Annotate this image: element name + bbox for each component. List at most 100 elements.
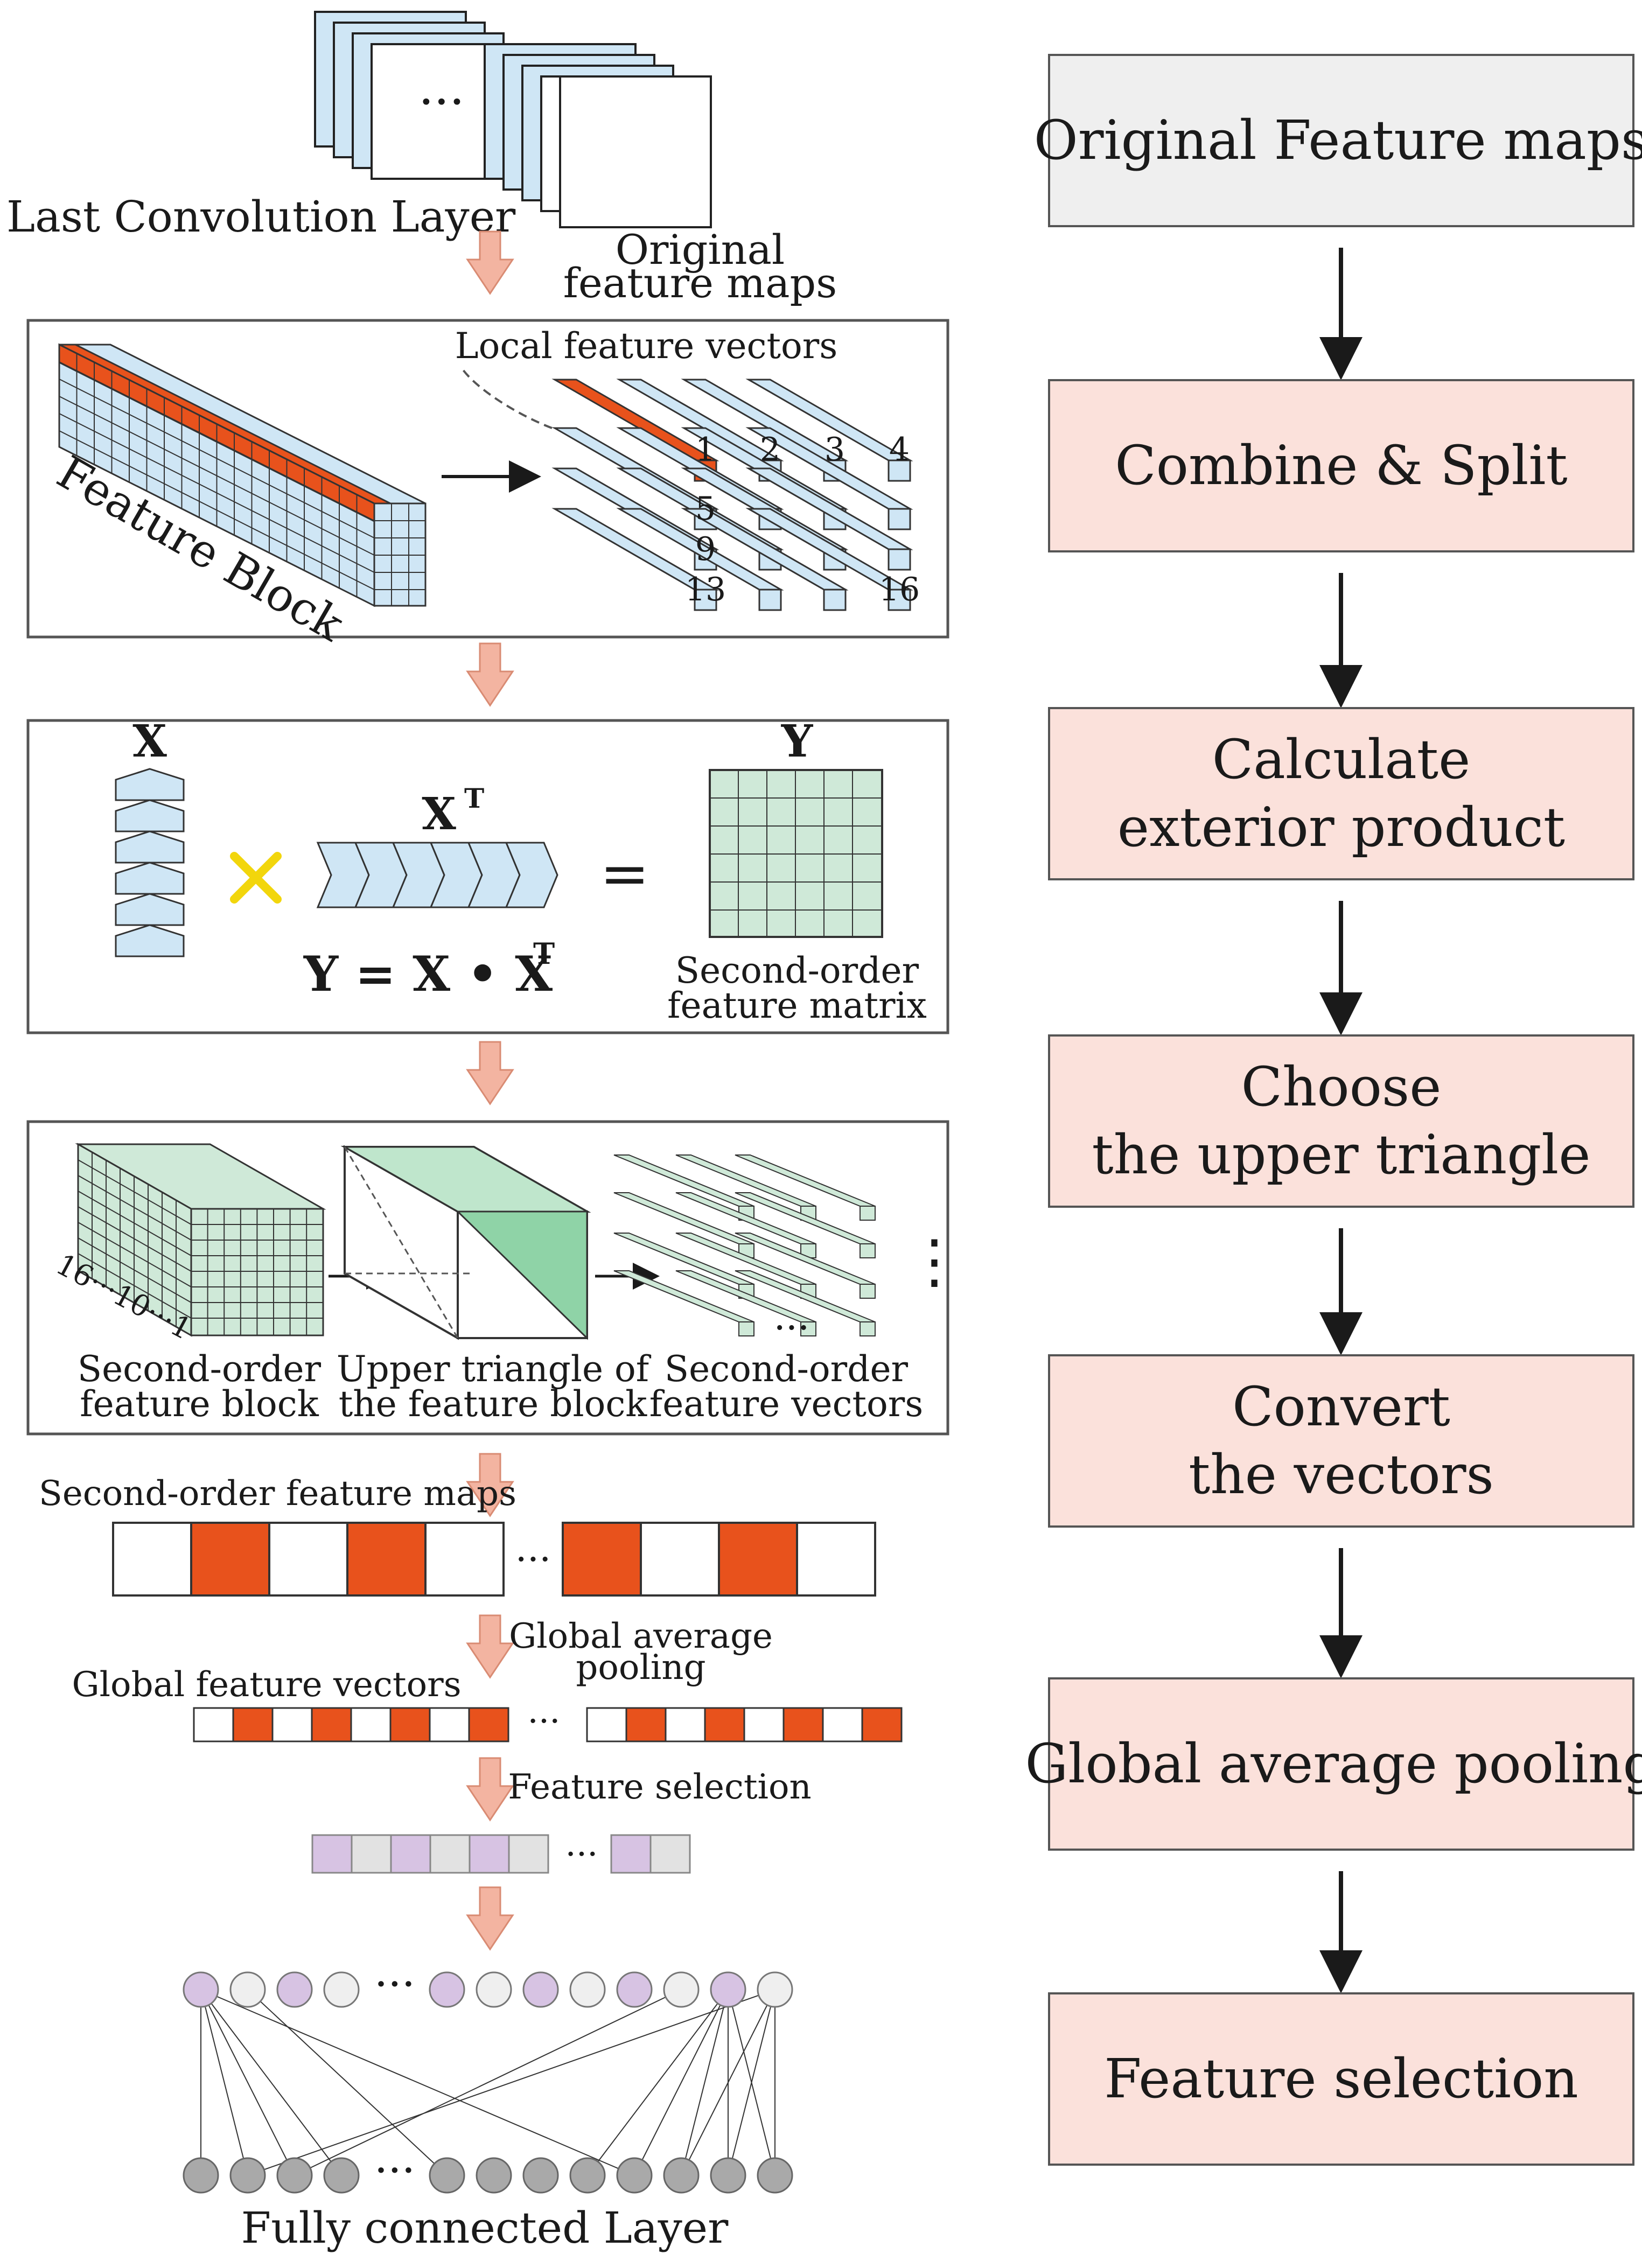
fc-input-node (616, 1971, 653, 2008)
so-maps-label: Second-order feature maps (39, 1474, 516, 1514)
global-vector-cell (271, 1707, 313, 1742)
grid-line (59, 413, 375, 573)
xt-sup: T (464, 782, 484, 814)
feature-block (58, 343, 427, 607)
so-vectors-label: feature vectors (649, 1383, 923, 1425)
so-map-cell (424, 1522, 505, 1597)
x-label: X (132, 716, 167, 767)
fc-link (587, 1989, 729, 2176)
triangle-label: Upper triangle of (337, 1348, 652, 1390)
fc-link (200, 1989, 295, 2176)
fc-input-node (569, 1971, 606, 2008)
so-map-cell (718, 1522, 798, 1597)
fc-link (681, 1989, 729, 2176)
global-vector-cell (665, 1707, 706, 1742)
fc-output-node (522, 2157, 559, 2194)
fc-output-node (229, 2157, 266, 2194)
vector-bar-end (694, 589, 717, 611)
selected-cell (351, 1834, 392, 1874)
fc-output-node (183, 2157, 219, 2194)
vector-number: 16 (879, 571, 920, 608)
so-vector-end (860, 1284, 876, 1299)
global-vector-cell (861, 1707, 903, 1742)
so-map-cell (562, 1522, 642, 1597)
fc-output-node (663, 2157, 700, 2194)
local-vectors (459, 365, 913, 611)
selected-cell (649, 1834, 691, 1874)
fc-label: Fully connected Layer (241, 2203, 729, 2253)
dots-label: ··· (774, 1306, 810, 1350)
last-conv-label: Last Convolution Layer (6, 192, 516, 242)
x-vector-cell (115, 924, 185, 957)
so-map-cell (112, 1522, 192, 1597)
flow-step-label: Choose (1241, 1055, 1442, 1118)
diagonal (344, 1146, 459, 1339)
flow-step-box (1048, 1992, 1634, 2166)
dashed-pointer (459, 365, 553, 429)
so-vector-end (800, 1321, 816, 1336)
vector-number: 4 (889, 431, 910, 468)
xt-label: X (422, 788, 456, 840)
grid-line (78, 1253, 192, 1319)
down-arrow (466, 642, 514, 707)
vector-number: 1 (695, 431, 716, 468)
fc-output-node (616, 2157, 653, 2194)
fc-input-node (229, 1971, 266, 2008)
fc-link (681, 1989, 775, 2176)
fc-output-node (757, 2157, 793, 2194)
so-map-cell (268, 1522, 348, 1597)
vector-bar-end (888, 548, 911, 571)
multiply-sign (230, 852, 282, 904)
dots-label: ··· (374, 1959, 415, 2009)
fc-input-node (522, 1971, 559, 2008)
grid-line (59, 396, 375, 556)
fc-link (200, 1989, 248, 2176)
vector-number: 2 (760, 431, 780, 468)
fc-link (634, 1989, 729, 2176)
global-vector-cell (625, 1707, 667, 1742)
flow-step-box (1048, 379, 1634, 552)
grid-line (59, 430, 375, 590)
equals-sign: = (600, 839, 649, 908)
down-arrow (466, 1614, 514, 1679)
selected-cell (311, 1834, 353, 1874)
global-vector-cell (193, 1707, 234, 1742)
illustration: ···Last Convolution LayerOriginalfeature… (6, 11, 964, 2253)
x-vector-cell (115, 768, 185, 801)
flow-step-label: Original Feature maps (1034, 109, 1642, 172)
global-vectors-label: Global feature vectors (72, 1665, 461, 1705)
original-maps-label: feature maps (563, 259, 837, 307)
grid-line (78, 1206, 192, 1272)
dots-label: ··· (374, 2145, 415, 2195)
so-block-label: Second-order (78, 1348, 322, 1390)
x-vector-cell (115, 799, 185, 832)
vector-bar-end (888, 459, 911, 482)
selected-cell (469, 1834, 510, 1874)
vector-number: 9 (695, 530, 716, 568)
global-vector-cell (429, 1707, 470, 1742)
down-arrow (466, 1757, 514, 1822)
flow-step-label: exterior product (1117, 796, 1565, 859)
flow-step-label: Global average pooling (1025, 1732, 1642, 1795)
so-vector-end (860, 1206, 876, 1221)
grid-line (78, 1237, 192, 1303)
feature-map-sheet (559, 75, 712, 228)
dots-label: ··· (565, 1835, 598, 1874)
fc-input-node (663, 1971, 700, 2008)
formula-sup: T (533, 936, 555, 971)
flow-step-box (1048, 707, 1634, 880)
global-vector-cell (232, 1707, 274, 1742)
global-vector-cell (704, 1707, 745, 1742)
y-label: Y (781, 716, 814, 767)
fc-link (200, 1989, 342, 2176)
vector-bar-end (888, 589, 911, 611)
flow-step-label: Convert (1232, 1375, 1450, 1438)
upper-triangle-top (341, 1146, 590, 1213)
down-arrow (466, 1041, 514, 1105)
global-vector-cell (782, 1707, 824, 1742)
x-vector-cell (115, 862, 185, 895)
fc-output-node (569, 2157, 606, 2194)
so-map-cell (190, 1522, 270, 1597)
down-arrow (466, 1453, 514, 1517)
